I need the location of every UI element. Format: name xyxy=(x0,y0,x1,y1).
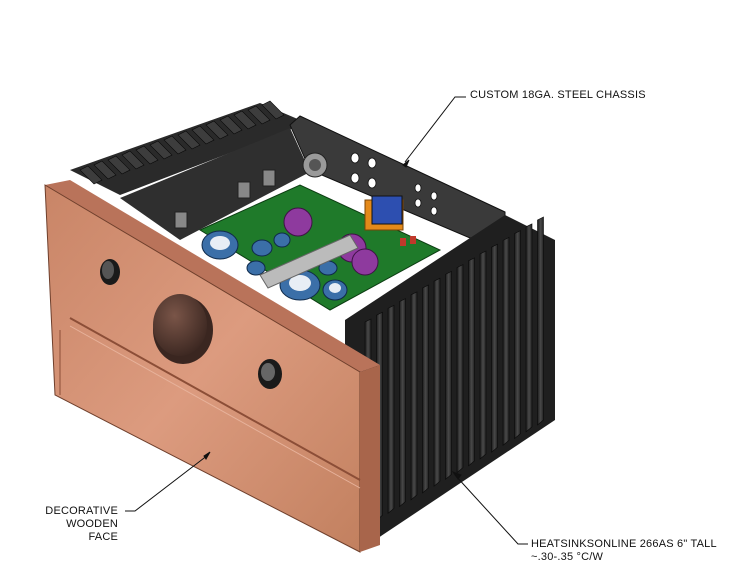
back-heatsink-fin xyxy=(177,130,201,150)
heatsink-fin xyxy=(468,257,475,467)
power-switch xyxy=(100,259,120,285)
leader-lines xyxy=(125,96,528,545)
heatsink-fin xyxy=(387,304,395,515)
face-callout-line1: DECORATIVE xyxy=(45,505,118,517)
heatsink-fin xyxy=(479,250,487,460)
back-heatsink-fin xyxy=(93,160,117,180)
heatsink-fin xyxy=(445,270,452,481)
back-heatsink-fin xyxy=(135,145,159,165)
chassis-callout: CUSTOM 18GA. STEEL CHASSIS xyxy=(470,89,646,101)
heatsink-fin xyxy=(525,223,533,433)
back-heatsink-fin xyxy=(247,105,271,125)
back-heatsink-fin xyxy=(149,140,173,160)
back-heatsink-fin xyxy=(261,100,285,120)
face-callout-line3: FACE xyxy=(88,531,118,543)
heatsink-fin xyxy=(537,216,544,426)
back-heatsink-fin xyxy=(191,125,215,145)
face-callout: DECORATIVE WOODEN FACE xyxy=(18,505,118,544)
circuit-board xyxy=(198,184,442,311)
back-heatsink-fin xyxy=(219,115,243,135)
heatsink-callout: HEATSINKSONLINE 266AS 6" TALL ~.30-.35 °… xyxy=(531,538,717,564)
back-heatsink-fin xyxy=(233,110,257,130)
back-heatsink-fin xyxy=(163,135,187,155)
heatsink-callout-line2: ~.30-.35 °C/W xyxy=(531,551,604,563)
heatsink-fin xyxy=(410,291,418,501)
heatsink-callout-line1: HEATSINKSONLINE 266AS 6" TALL xyxy=(531,538,717,550)
back-heatsink-fin xyxy=(205,120,229,140)
back-heatsink xyxy=(70,100,300,195)
heatsink-fin xyxy=(456,264,464,474)
back-heatsink-fin xyxy=(79,165,103,185)
heatsink-fin xyxy=(491,243,498,453)
heatsink-fin xyxy=(433,277,441,487)
face-callout-line2: WOODEN xyxy=(66,518,118,530)
heatsink-fin xyxy=(514,230,521,440)
wooden-face xyxy=(44,180,380,553)
heatsink-fin xyxy=(422,284,429,494)
heatsink-fin xyxy=(502,236,510,447)
indicator-led xyxy=(258,359,282,389)
heatsink-fin xyxy=(399,298,406,508)
volume-knob xyxy=(153,294,213,364)
back-heatsink-fin xyxy=(121,150,145,170)
back-heatsink-fin xyxy=(107,155,131,175)
